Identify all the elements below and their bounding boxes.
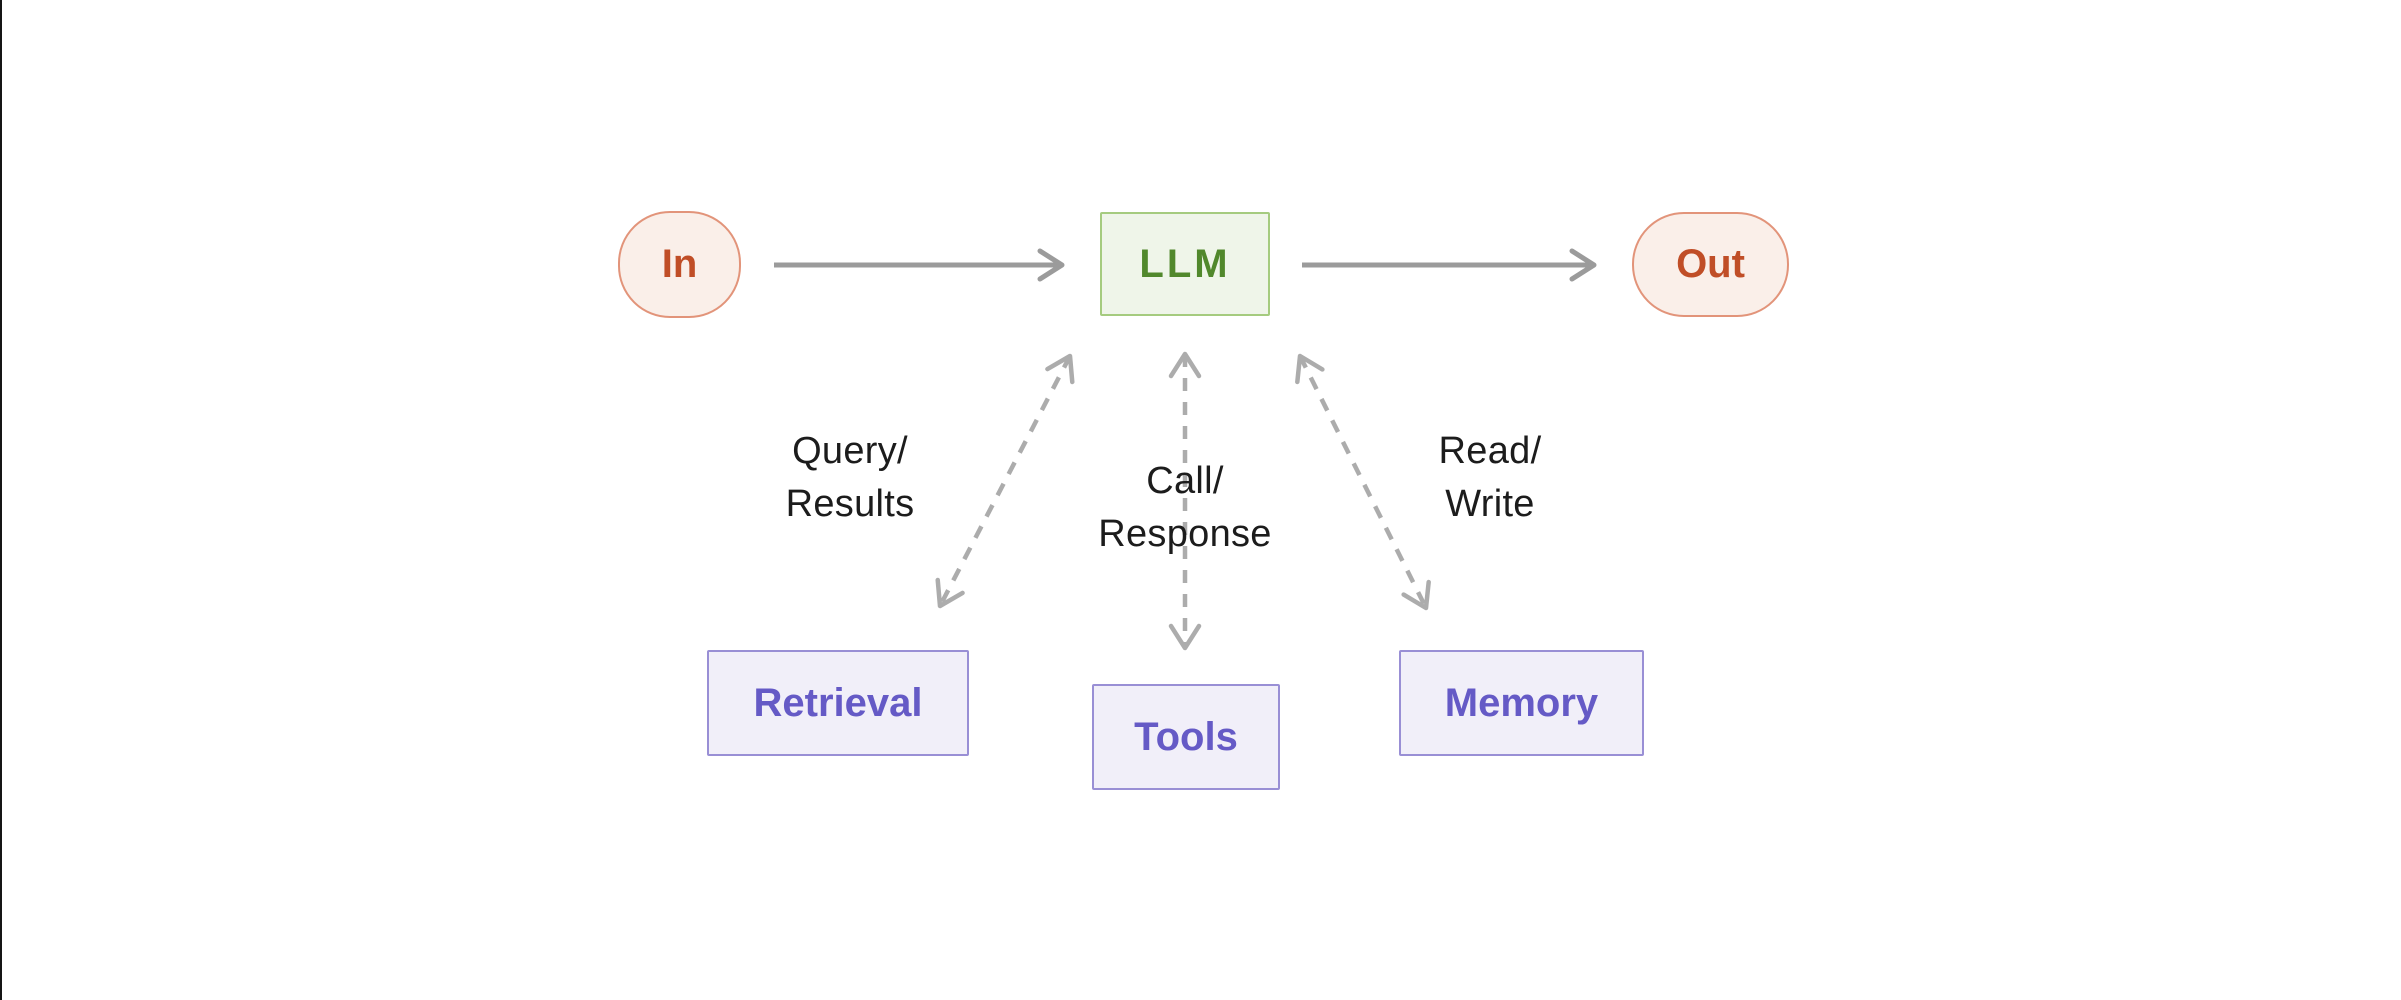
- edge-label-call-response: Call/ Response: [1060, 455, 1310, 561]
- node-llm-label: LLM: [1139, 241, 1231, 286]
- node-tools: Tools: [1092, 684, 1280, 790]
- node-in: In: [618, 211, 741, 318]
- node-tools-label: Tools: [1134, 714, 1238, 759]
- edge-label-line: Response: [1098, 513, 1272, 555]
- node-memory: Memory: [1399, 650, 1644, 756]
- node-retrieval: Retrieval: [707, 650, 969, 756]
- edge-label-query-results: Query/ Results: [750, 425, 950, 531]
- edge-label-line: Query/: [792, 430, 908, 472]
- node-out: Out: [1632, 212, 1789, 317]
- node-memory-label: Memory: [1444, 680, 1599, 725]
- edge-label-line: Results: [785, 483, 915, 525]
- edge-label-line: Call/: [1146, 460, 1224, 502]
- dashed-arrow-llm-retrieval: [935, 353, 1075, 609]
- node-out-label: Out: [1676, 242, 1745, 286]
- edge-label-read-write: Read/ Write: [1390, 425, 1590, 531]
- node-llm: LLM: [1100, 212, 1270, 316]
- node-in-label: In: [661, 242, 698, 286]
- edge-label-line: Write: [1445, 483, 1535, 525]
- node-retrieval-label: Retrieval: [753, 680, 923, 725]
- edge-label-line: Read/: [1438, 430, 1542, 472]
